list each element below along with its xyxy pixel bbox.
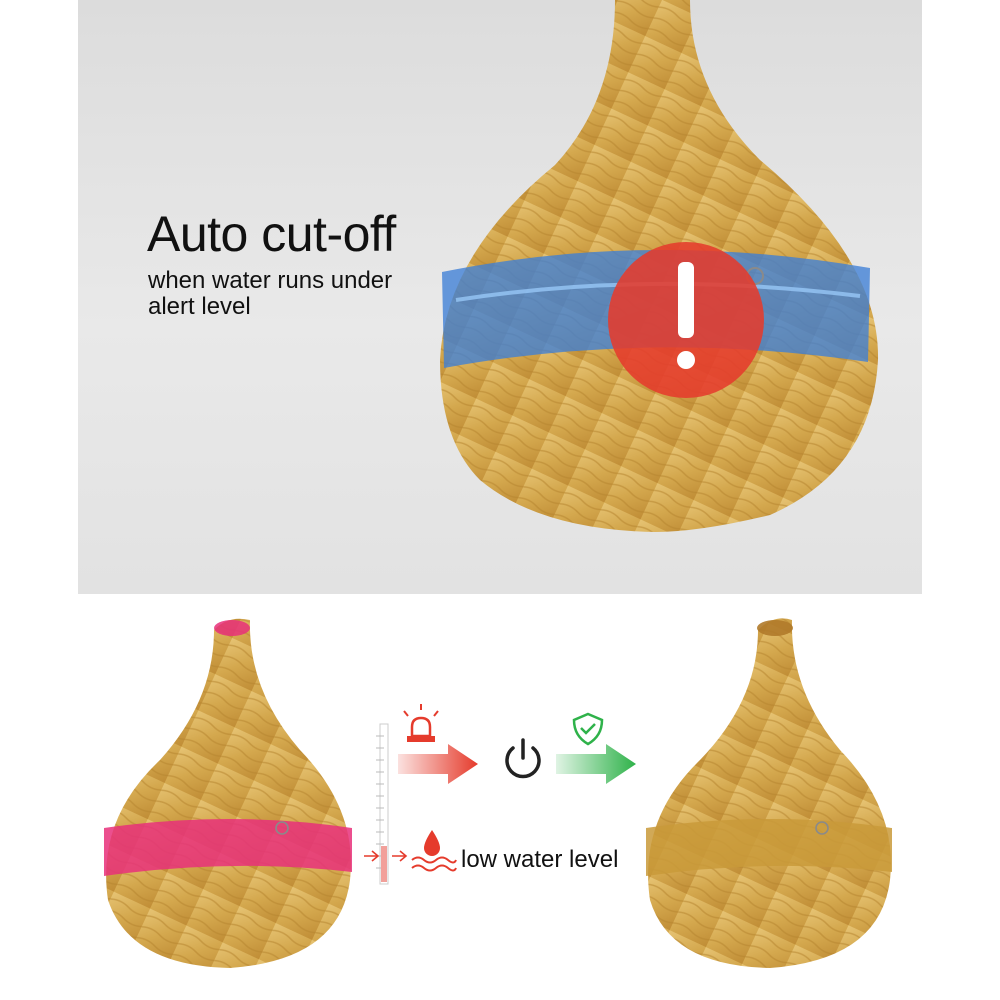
low-water-label: low water level xyxy=(461,846,619,873)
light-band-pink xyxy=(104,819,352,876)
light-band-amber xyxy=(646,819,892,876)
subheadline-line-2: alert level xyxy=(148,293,251,320)
subheadline-line-1: when water runs under xyxy=(148,267,393,294)
headline: Auto cut-off xyxy=(147,206,396,262)
